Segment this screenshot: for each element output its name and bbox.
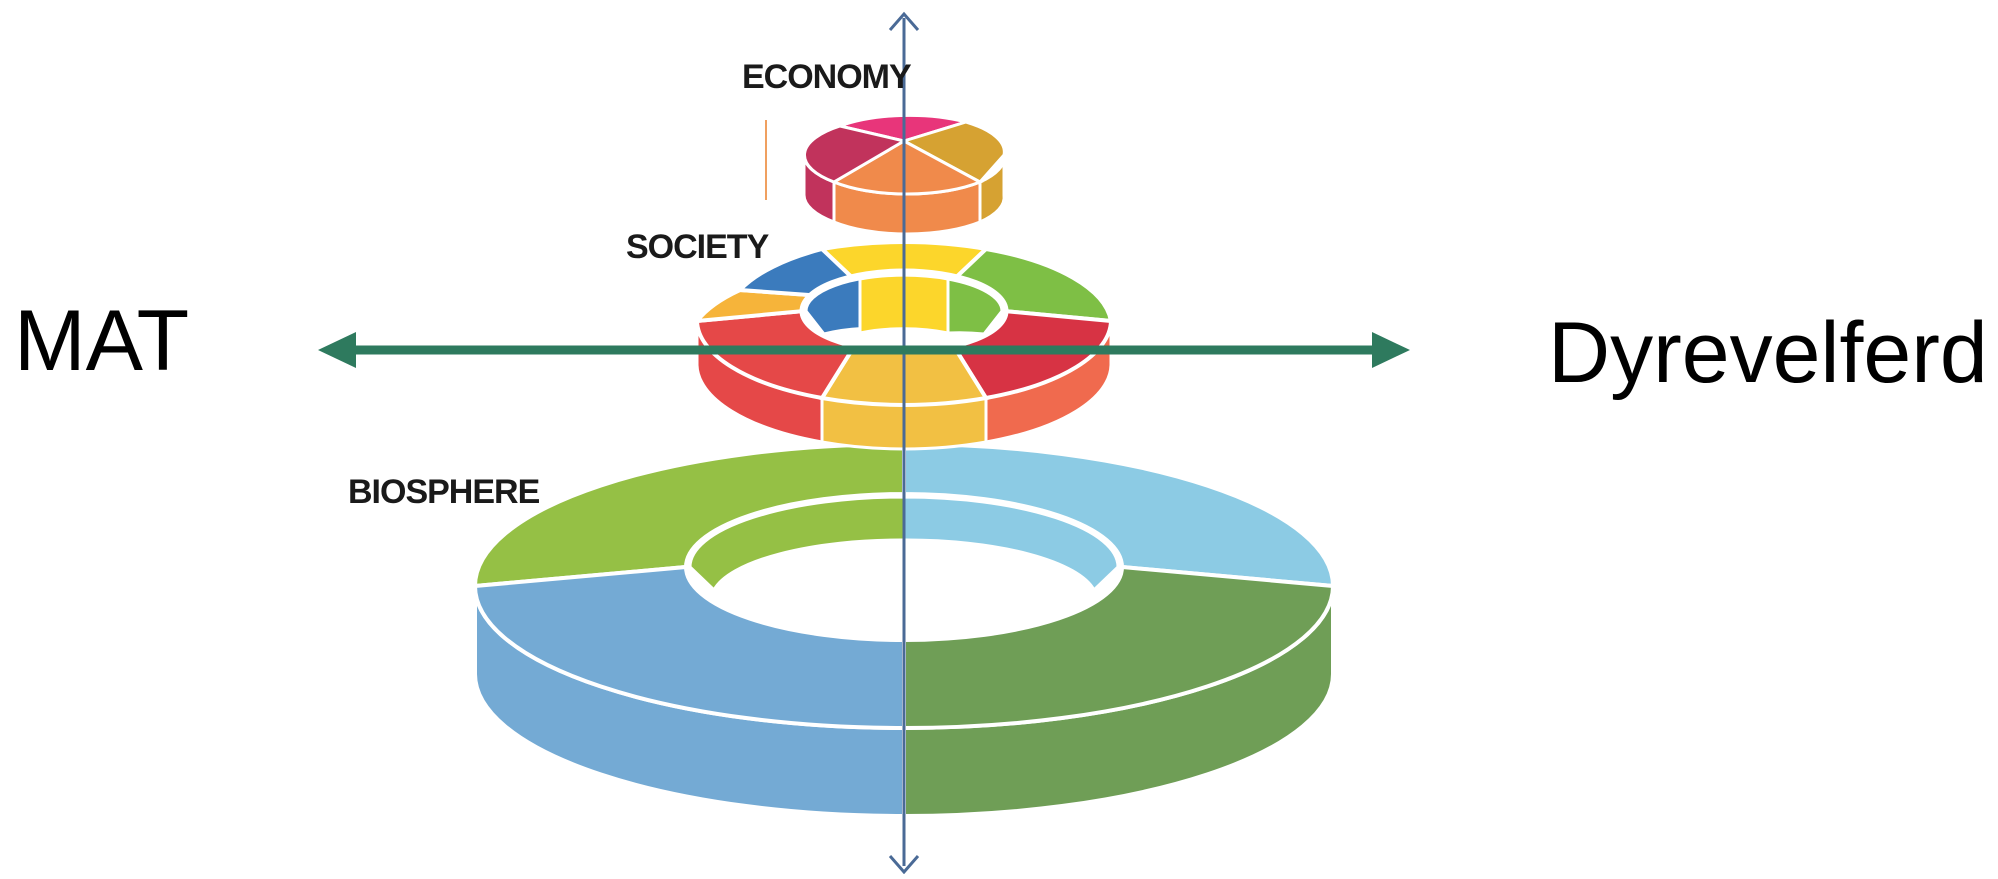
economy-label: ECONOMY [742, 58, 912, 96]
horizontal-arrowhead-left [318, 332, 356, 368]
left-label-mat: MAT [14, 293, 190, 389]
economy-top-crimson [803, 124, 908, 184]
vertical-axis-arrowhead-top [888, 11, 920, 31]
biosphere-label: BIOSPHERE [348, 473, 540, 511]
right-label-dyrevelferd: Dyrevelferd [1548, 305, 1988, 401]
economy-cylinder [802, 113, 1006, 236]
horizontal-arrowhead-right [1372, 332, 1410, 368]
biosphere-ring [472, 441, 1336, 819]
society-hole-inner-wall-right [946, 277, 1004, 336]
economy-top-orange [830, 139, 984, 196]
economy-side-right [978, 154, 1006, 225]
society-ring [692, 240, 1114, 451]
vertical-axis-arrowhead-bottom [888, 855, 920, 875]
economy-top-gold [900, 120, 1006, 184]
society-label: SOCIETY [626, 228, 770, 266]
